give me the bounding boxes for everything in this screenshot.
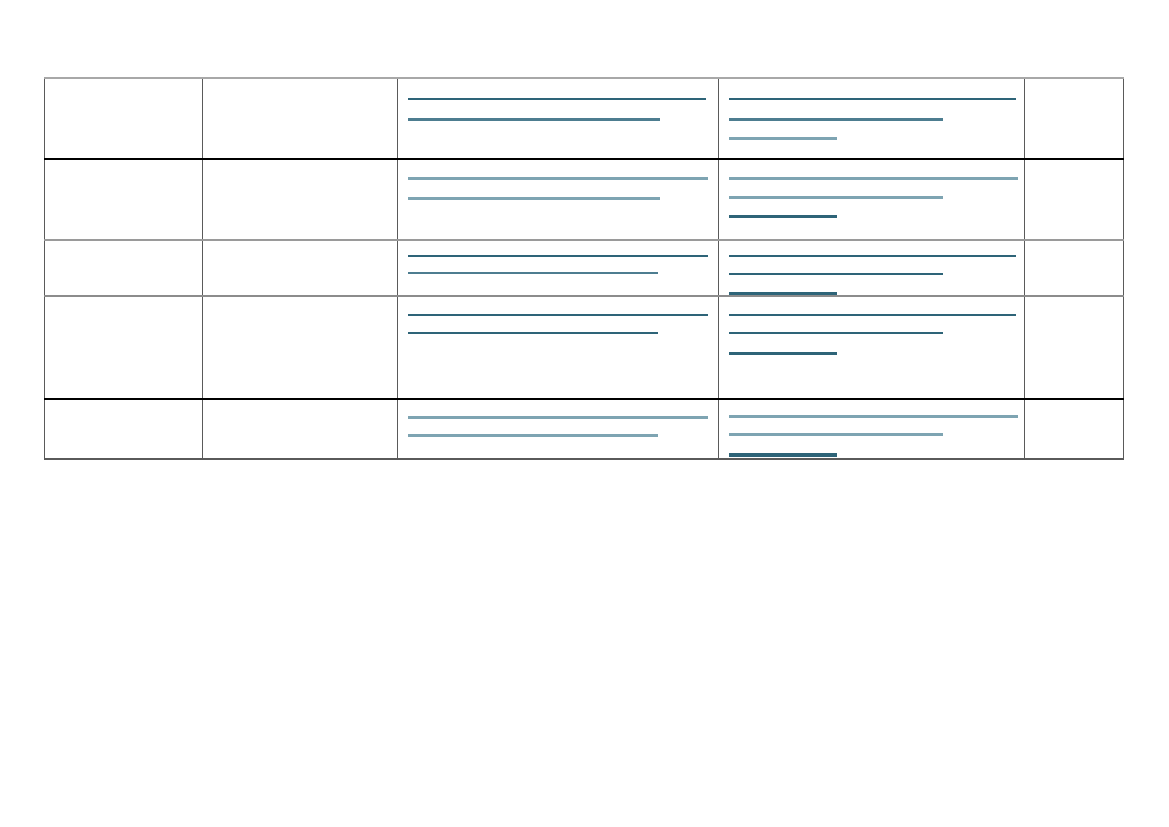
redaction-line — [408, 118, 660, 121]
cell-content-r3-c1 — [45, 241, 202, 295]
cell-r3-c5 — [1024, 239, 1124, 297]
cell-r5-c3 — [397, 398, 719, 460]
redaction-line — [729, 98, 1016, 100]
cell-r2-c4 — [718, 158, 1025, 241]
cell-content-r2-c5 — [1025, 160, 1123, 239]
cell-r4-c4 — [718, 295, 1025, 400]
redaction-line — [729, 453, 837, 457]
cell-r4-c2 — [202, 295, 398, 400]
redaction-line — [729, 433, 943, 436]
cell-r2-c2 — [202, 158, 398, 241]
cell-r1-c3 — [397, 77, 719, 160]
redaction-line — [408, 416, 708, 419]
cell-r5-c4 — [718, 398, 1025, 460]
cell-content-r5-c1 — [45, 400, 202, 458]
cell-r3-c1 — [44, 239, 203, 297]
cell-content-r1-c1 — [45, 79, 202, 158]
redaction-line — [729, 118, 943, 121]
cell-r1-c2 — [202, 77, 398, 160]
cell-r4-c1 — [44, 295, 203, 400]
redaction-line — [729, 332, 943, 334]
table-body — [44, 77, 1124, 460]
redaction-line — [729, 196, 943, 199]
redaction-line — [408, 314, 708, 316]
redaction-line — [729, 137, 837, 140]
cell-r2-c5 — [1024, 158, 1124, 241]
cell-content-r5-c2 — [203, 400, 397, 458]
cell-content-r4-c2 — [203, 297, 397, 398]
cell-r3-c3 — [397, 239, 719, 297]
cell-r5-c2 — [202, 398, 398, 460]
redaction-lines-r5-c3 — [398, 400, 718, 458]
cell-r3-c2 — [202, 239, 398, 297]
redaction-line — [729, 314, 1016, 316]
redaction-line — [729, 415, 1018, 418]
cell-r1-c1 — [44, 77, 203, 160]
redaction-lines-r2-c4 — [719, 160, 1024, 239]
redaction-line — [408, 255, 708, 257]
cell-r3-c4 — [718, 239, 1025, 297]
redaction-line — [729, 215, 837, 218]
redaction-line — [729, 177, 1018, 180]
redaction-lines-r1-c3 — [398, 79, 718, 158]
table-row — [44, 77, 1124, 160]
table-row — [44, 158, 1124, 241]
cell-content-r5-c5 — [1025, 400, 1123, 458]
cell-content-r2-c2 — [203, 160, 397, 239]
redacted-content-table — [44, 77, 1124, 460]
redaction-line — [729, 273, 943, 275]
cell-r2-c1 — [44, 158, 203, 241]
redaction-line — [729, 255, 1016, 257]
redaction-lines-r5-c4 — [719, 400, 1024, 458]
cell-r1-c4 — [718, 77, 1025, 160]
redaction-line — [408, 272, 658, 274]
cell-content-r4-c1 — [45, 297, 202, 398]
cell-content-r4-c5 — [1025, 297, 1123, 398]
redaction-lines-r1-c4 — [719, 79, 1024, 158]
redaction-line — [729, 352, 837, 355]
cell-content-r3-c5 — [1025, 241, 1123, 295]
table-row — [44, 398, 1124, 460]
cell-r4-c3 — [397, 295, 719, 400]
redaction-line — [408, 434, 658, 437]
cell-r5-c5 — [1024, 398, 1124, 460]
redaction-lines-r3-c4 — [719, 241, 1024, 295]
redaction-lines-r4-c3 — [398, 297, 718, 398]
redaction-line — [408, 332, 658, 334]
redaction-line — [408, 98, 706, 100]
cell-content-r2-c1 — [45, 160, 202, 239]
redaction-line — [729, 292, 837, 295]
redaction-lines-r3-c3 — [398, 241, 718, 295]
cell-content-r1-c2 — [203, 79, 397, 158]
cell-content-r1-c5 — [1025, 79, 1123, 158]
table-row — [44, 239, 1124, 297]
table-row — [44, 295, 1124, 400]
cell-r4-c5 — [1024, 295, 1124, 400]
cell-r2-c3 — [397, 158, 719, 241]
cell-r5-c1 — [44, 398, 203, 460]
cell-content-r3-c2 — [203, 241, 397, 295]
redaction-lines-r4-c4 — [719, 297, 1024, 398]
redaction-line — [408, 177, 708, 180]
redaction-lines-r2-c3 — [398, 160, 718, 239]
cell-r1-c5 — [1024, 77, 1124, 160]
redaction-line — [408, 197, 660, 200]
